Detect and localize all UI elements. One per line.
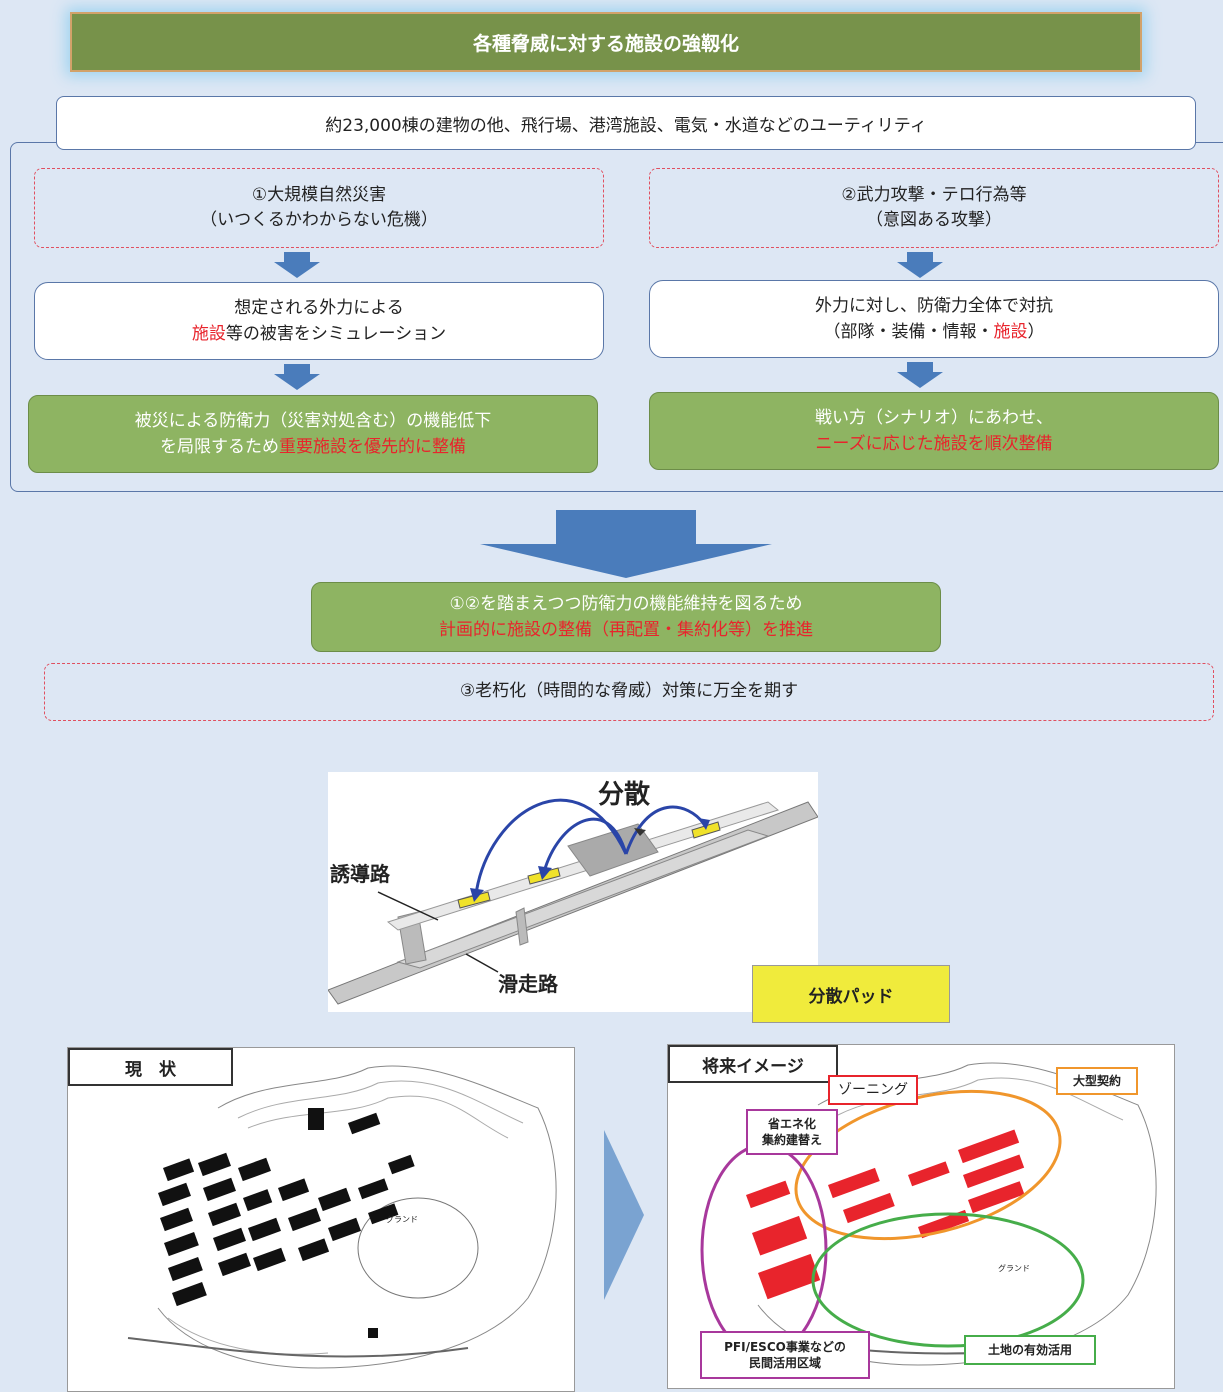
energy-line2: 集約建替え — [761, 1133, 822, 1147]
threat-attack-title: ②武力攻撃・テロ行為等 — [841, 184, 1027, 205]
aging-text: ③老朽化（時間的な脅威）対策に万全を期す — [459, 681, 799, 702]
counter-line2-pre: （部隊・装備・情報・ — [823, 322, 994, 342]
energy-rebuild-label: 省エネ化 集約建替え — [746, 1109, 838, 1155]
runway-label: 滑走路 — [498, 972, 558, 996]
energy-line1: 省エネ化 — [767, 1116, 816, 1131]
priority-line2-plain: を局限するため — [160, 437, 279, 457]
counter-box: 外力に対し、防衛力全体で対抗 （部隊・装備・情報・施設） — [649, 280, 1219, 358]
future-facility-map: 将来イメージ ゾーニング 大型契約 省エネ化 集約建替え PFI/ESCO事業な… — [667, 1044, 1175, 1389]
planned-line1: ①②を踏まえつつ防衛力の機能維持を図るため — [449, 593, 803, 614]
dispersion-diagram: 分散 誘導路 滑走路 — [328, 772, 818, 1012]
priority-line1: 被災による防衛力（災害対処含む）の機能低下 — [134, 410, 492, 431]
taxiway-label: 誘導路 — [330, 862, 390, 886]
land-use-label: 土地の有効活用 — [964, 1335, 1096, 1365]
aging-countermeasure-box: ③老朽化（時間的な脅威）対策に万全を期す — [44, 663, 1214, 721]
simulation-line1: 想定される外力による — [234, 297, 404, 318]
priority-maintenance-box: 被災による防衛力（災害対処含む）の機能低下 を局限するため重要施設を優先的に整備 — [28, 395, 598, 473]
current-facility-map: 現 状 グランド — [67, 1047, 575, 1392]
pfi-label: PFI/ESCO事業などの 民間活用区域 — [700, 1331, 870, 1379]
facility-highlight: 施設 — [993, 322, 1028, 342]
large-contract-label: 大型契約 — [1056, 1067, 1138, 1095]
planned-maintenance-box: ①②を踏まえつつ防衛力の機能維持を図るため 計画的に施設の整備（再配置・集約化等… — [311, 582, 941, 652]
sequential-maintenance-box: 戦い方（シナリオ）にあわせ、 ニーズに応じた施設を順次整備 — [649, 392, 1219, 470]
threat-natural-title: ①大規模自然災害 — [251, 184, 387, 205]
chevron-right-icon — [604, 1130, 644, 1300]
priority-line2-red: 重要施設を優先的に整備 — [279, 437, 466, 457]
threat-natural-sub: （いつくるかわからない危機） — [200, 210, 438, 230]
counter-line2: （部隊・装備・情報・施設） — [824, 319, 1045, 345]
planned-line2-red: 計画的に施設の整備（再配置・集約化等）を推進 — [439, 620, 813, 640]
arrow-down-icon — [274, 252, 320, 278]
current-map-drawing — [127, 1065, 557, 1369]
arrow-down-icon — [897, 362, 943, 388]
dispersion-title: 分散 — [598, 780, 651, 810]
arrow-down-icon — [274, 364, 320, 390]
pfi-line2: 民間活用区域 — [748, 1356, 821, 1370]
facility-highlight: 施設 — [191, 324, 226, 344]
zoning-label: ゾーニング — [828, 1075, 918, 1105]
utilities-box: 約23,000棟の建物の他、飛行場、港湾施設、電気・水道などのユーティリティ — [56, 96, 1196, 150]
counter-line2-post: ） — [1027, 322, 1045, 342]
current-label: 現 状 — [68, 1048, 233, 1086]
future-ground-label: グランド — [998, 1264, 1030, 1273]
simulation-line2: 施設等の被害をシミュレーション — [192, 321, 446, 347]
threat-attack-sub: （意図ある攻撃） — [866, 210, 1002, 230]
threat-natural-disaster: ①大規模自然災害 （いつくるかわからない危機） — [34, 168, 604, 248]
sequential-line2-red: ニーズに応じた施設を順次整備 — [815, 434, 1053, 454]
runway-illustration — [328, 798, 818, 1005]
priority-line2: を局限するため重要施設を優先的に整備 — [160, 434, 466, 460]
future-label: 将来イメージ — [668, 1045, 838, 1083]
simulation-line2-rest: 等の被害をシミュレーション — [225, 324, 447, 344]
threat-armed-attack: ②武力攻撃・テロ行為等 （意図ある攻撃） — [649, 168, 1219, 248]
simulation-box: 想定される外力による 施設等の被害をシミュレーション — [34, 282, 604, 360]
sequential-line1: 戦い方（シナリオ）にあわせ、 — [815, 407, 1053, 428]
arrow-down-icon — [897, 252, 943, 278]
dispersion-pad-label: 分散パッド — [752, 965, 950, 1023]
current-ground-label: グランド — [386, 1215, 418, 1224]
big-arrow-down-icon — [480, 510, 772, 578]
page-title: 各種脅威に対する施設の強靱化 — [70, 12, 1142, 72]
pfi-line1: PFI/ESCO事業などの — [724, 1339, 846, 1354]
counter-line1: 外力に対し、防衛力全体で対抗 — [815, 295, 1053, 316]
